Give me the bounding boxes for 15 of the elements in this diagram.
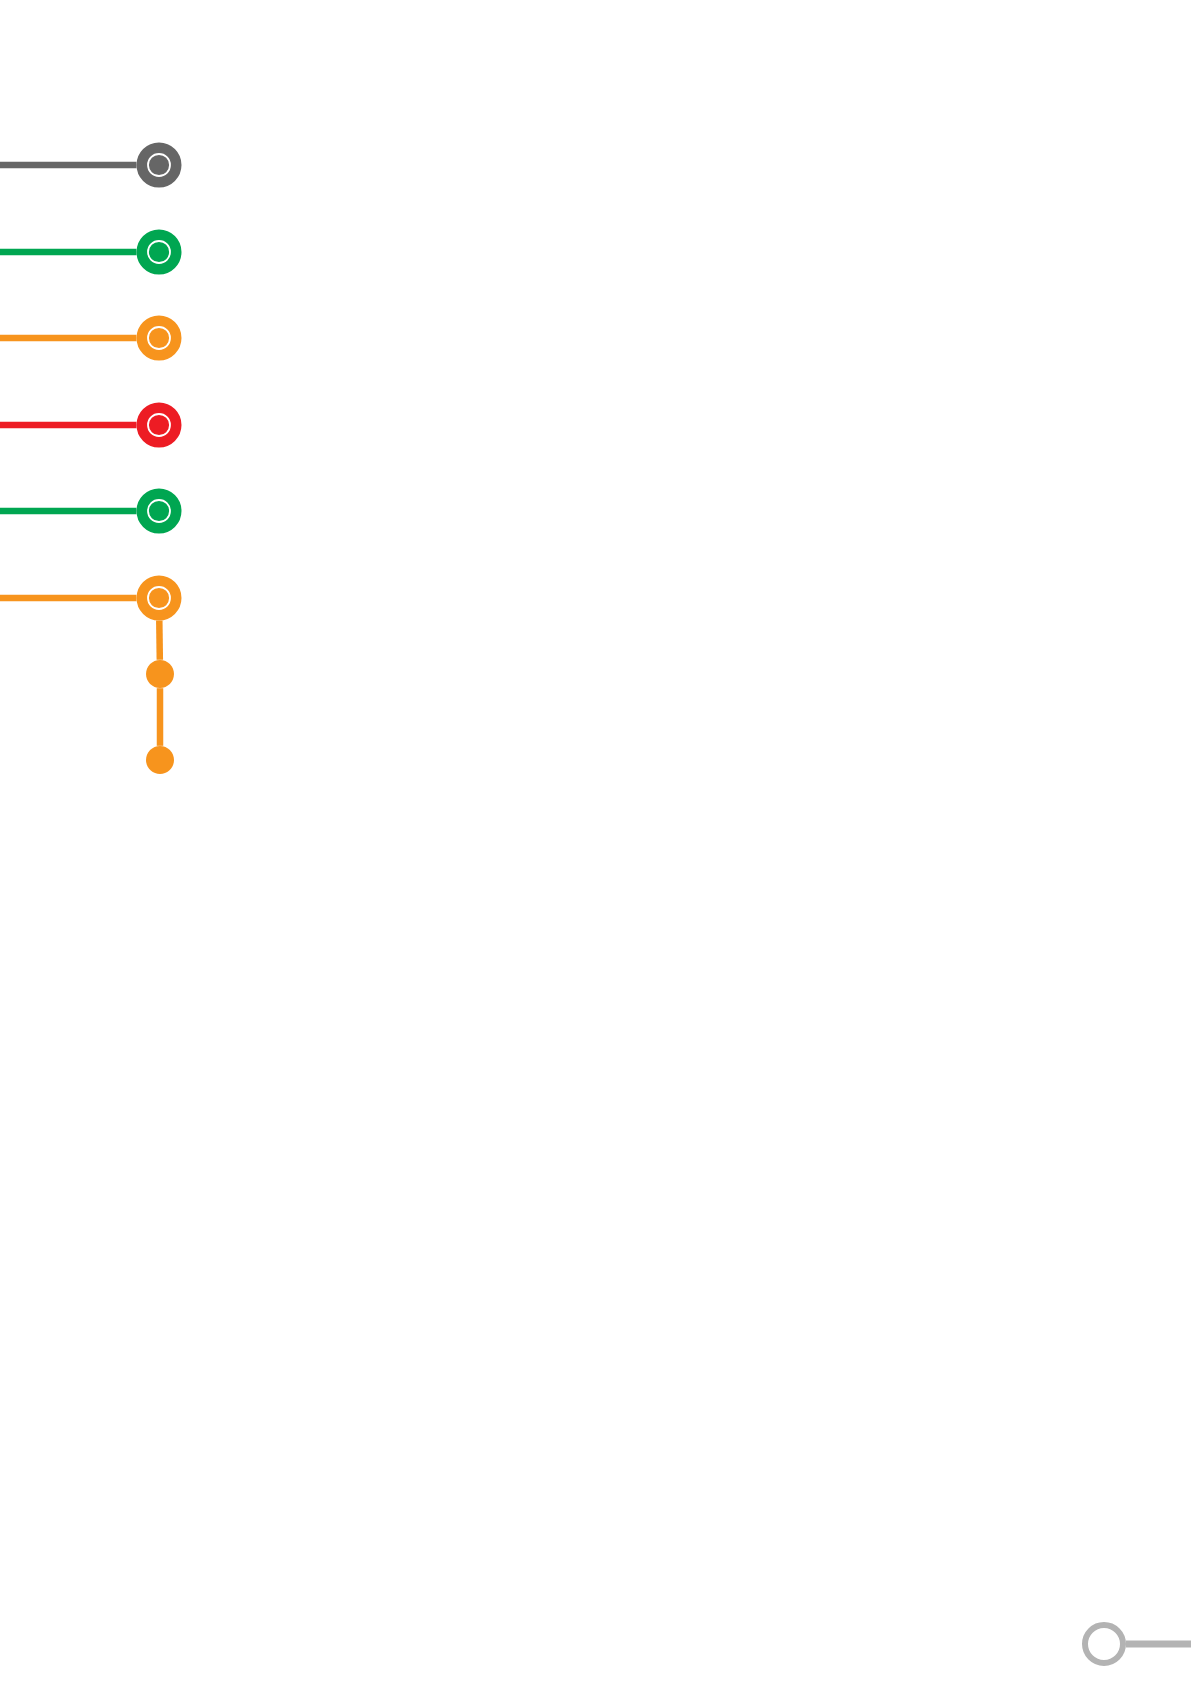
station-circle	[136, 402, 182, 448]
station-circle	[136, 315, 182, 361]
line	[0, 161, 137, 169]
station-dot	[146, 660, 174, 688]
station-circle	[136, 142, 182, 188]
station-circle	[136, 488, 182, 534]
line	[0, 594, 137, 602]
station-dot	[146, 746, 174, 774]
station-circle	[136, 575, 182, 621]
station-circle	[1082, 1622, 1126, 1666]
line	[0, 421, 137, 429]
line	[0, 248, 137, 256]
station-circle	[136, 229, 182, 275]
line	[0, 334, 137, 342]
line	[0, 507, 137, 515]
